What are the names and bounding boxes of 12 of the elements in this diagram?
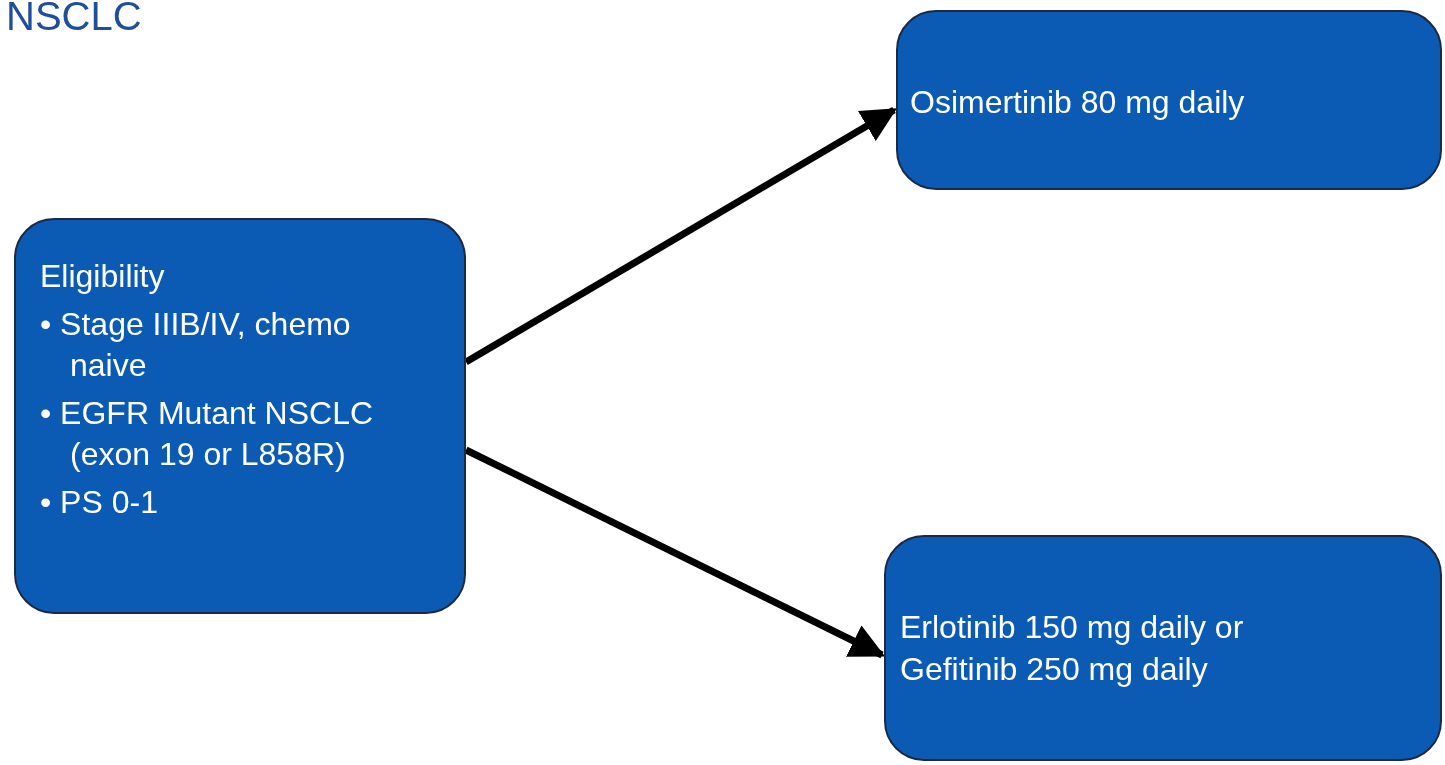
box-text: Osimertinib 80 mg daily <box>910 83 1246 122</box>
process-box <box>896 10 1442 190</box>
process-box <box>884 535 1442 761</box>
bullet-item: • EGFR Mutant NSCLC (exon 19 or L858R) <box>40 393 375 475</box>
bullet-item: • PS 0-1 <box>40 482 159 522</box>
box-heading: Eligibility <box>40 257 166 296</box>
process-box <box>14 218 466 614</box>
arrow <box>464 107 897 365</box>
arrow <box>464 446 886 659</box>
title: NSCLC <box>6 0 142 39</box>
box-text: Erlotinib 150 mg daily or Gefitinib 250 mg daily <box>900 608 1245 689</box>
bullet-item: • Stage IIIB/IV, chemo naive <box>40 304 352 386</box>
